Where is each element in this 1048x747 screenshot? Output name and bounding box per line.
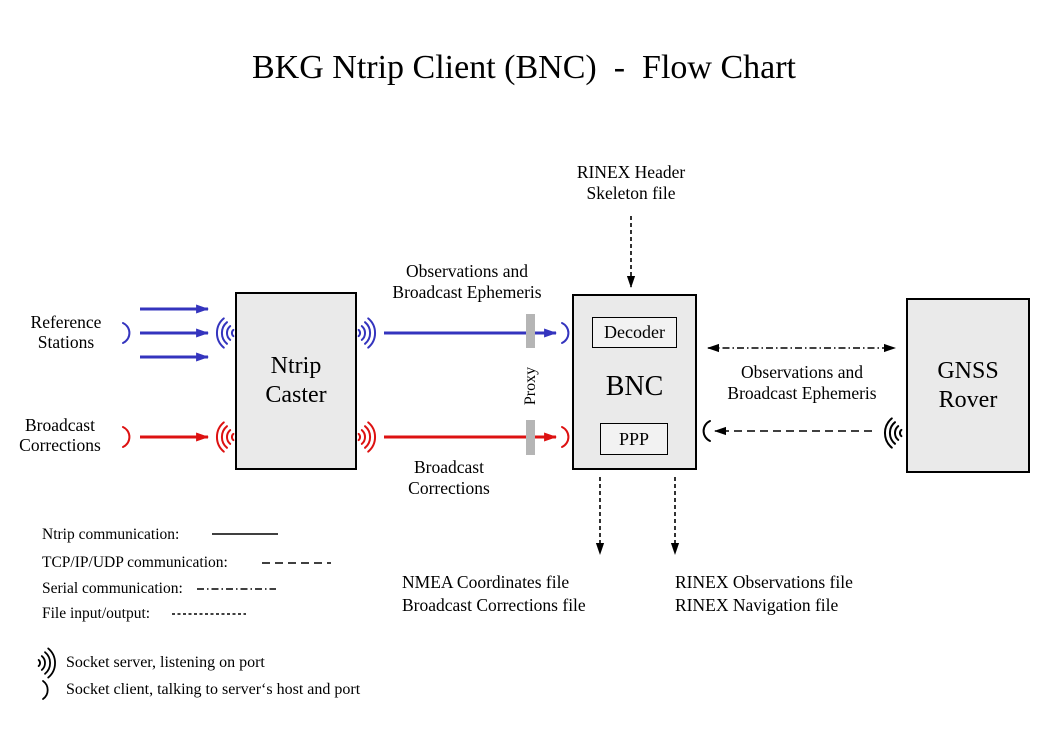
broadcast-corrections-left-line2: Corrections xyxy=(19,435,101,455)
nmea-files-line1: NMEA Coordinates file xyxy=(402,572,570,592)
rinex-header-line1: RINEX Header xyxy=(576,162,686,182)
socket-client-icon xyxy=(702,420,711,442)
rinex-files-line2: RINEX Navigation file xyxy=(675,595,839,615)
socket-client-icon xyxy=(561,322,570,344)
legend-serial-label: Serial communication: xyxy=(42,580,183,597)
bnc-label: BNC xyxy=(605,371,664,402)
socket-client-icon xyxy=(122,322,131,344)
ntrip-caster-box: Ntrip Caster xyxy=(235,292,357,470)
ntrip-caster-label-line1: Ntrip xyxy=(270,353,322,379)
rinex-header-line2: Skeleton file xyxy=(586,183,676,203)
socket-server-icon xyxy=(357,317,377,349)
blue-socket-icons xyxy=(122,317,570,349)
socket-server-icon xyxy=(357,421,377,453)
legend-ntrip-label: Ntrip communication: xyxy=(42,526,180,543)
reference-stations-label: Reference Stations xyxy=(31,312,102,352)
rinex-header-skeleton-label: RINEX Header Skeleton file xyxy=(577,162,685,204)
gnss-rover-label-line2: Rover xyxy=(938,386,998,413)
socket-server-icon xyxy=(215,421,235,453)
socket-server-icon xyxy=(883,417,903,449)
broadcast-corrections-mid-line1: Broadcast xyxy=(414,457,484,477)
legend-line-samples xyxy=(172,533,331,615)
ntrip-caster-label-line2: Caster xyxy=(265,382,327,408)
black-socket-icons xyxy=(702,417,903,449)
socket-client-icon xyxy=(122,426,131,448)
legend-tcp-label: TCP/IP/UDP communication: xyxy=(42,554,228,571)
obs-ephemeris-left-line1: Observations and xyxy=(406,261,528,281)
legend-file-label: File input/output: xyxy=(42,605,151,622)
socket-server-icon xyxy=(37,647,56,679)
obs-ephemeris-left-label: Observations and Broadcast Ephemeris xyxy=(392,261,541,303)
proxy-bar-top xyxy=(526,314,535,348)
bnc-box: Decoder BNC PPP xyxy=(572,294,697,470)
broadcast-corrections-mid-label: Broadcast Corrections xyxy=(408,457,490,499)
ppp-label: PPP xyxy=(618,428,650,449)
obs-ephemeris-left-line2: Broadcast Ephemeris xyxy=(392,282,542,302)
proxy-bar-bottom xyxy=(526,420,535,455)
nmea-files-line2: Broadcast Corrections file xyxy=(402,595,586,615)
page-title: BKG Ntrip Client (BNC) - Flow Chart xyxy=(252,49,796,86)
nmea-files-label: NMEA Coordinates file Broadcast Correcti… xyxy=(402,571,586,617)
obs-ephemeris-right-label: Observations and Broadcast Ephemeris xyxy=(727,362,876,404)
ppp-box: PPP xyxy=(600,423,668,455)
rinex-files-label: RINEX Observations file RINEX Navigation… xyxy=(675,571,853,617)
broadcast-corrections-mid-line2: Corrections xyxy=(408,478,490,498)
obs-ephemeris-right-line2: Broadcast Ephemeris xyxy=(727,383,877,403)
reference-stations-line1: Reference xyxy=(30,312,102,332)
obs-ephemeris-right-line1: Observations and xyxy=(741,362,863,382)
legend-socket-client-label: Socket client, talking to server‘s host … xyxy=(66,681,361,698)
black-comm-lines xyxy=(595,216,896,555)
broadcast-corrections-left-line1: Broadcast xyxy=(25,415,95,435)
legend-socket-server-label: Socket server, listening on port xyxy=(66,654,265,671)
socket-client-icon xyxy=(42,680,49,700)
socket-client-icon xyxy=(561,426,570,448)
rinex-files-line1: RINEX Observations file xyxy=(675,572,853,592)
red-socket-icons xyxy=(122,421,570,453)
gnss-rover-label-line1: GNSS xyxy=(937,357,999,384)
decoder-box: Decoder xyxy=(592,317,677,348)
gnss-rover-box: GNSS Rover xyxy=(906,298,1030,473)
legend-socket-icons xyxy=(37,647,56,700)
decoder-label: Decoder xyxy=(604,322,665,342)
broadcast-corrections-left-label: Broadcast Corrections xyxy=(19,415,101,455)
proxy-label: Proxy xyxy=(522,366,539,406)
reference-stations-line2: Stations xyxy=(37,332,95,352)
socket-server-icon xyxy=(215,317,235,349)
